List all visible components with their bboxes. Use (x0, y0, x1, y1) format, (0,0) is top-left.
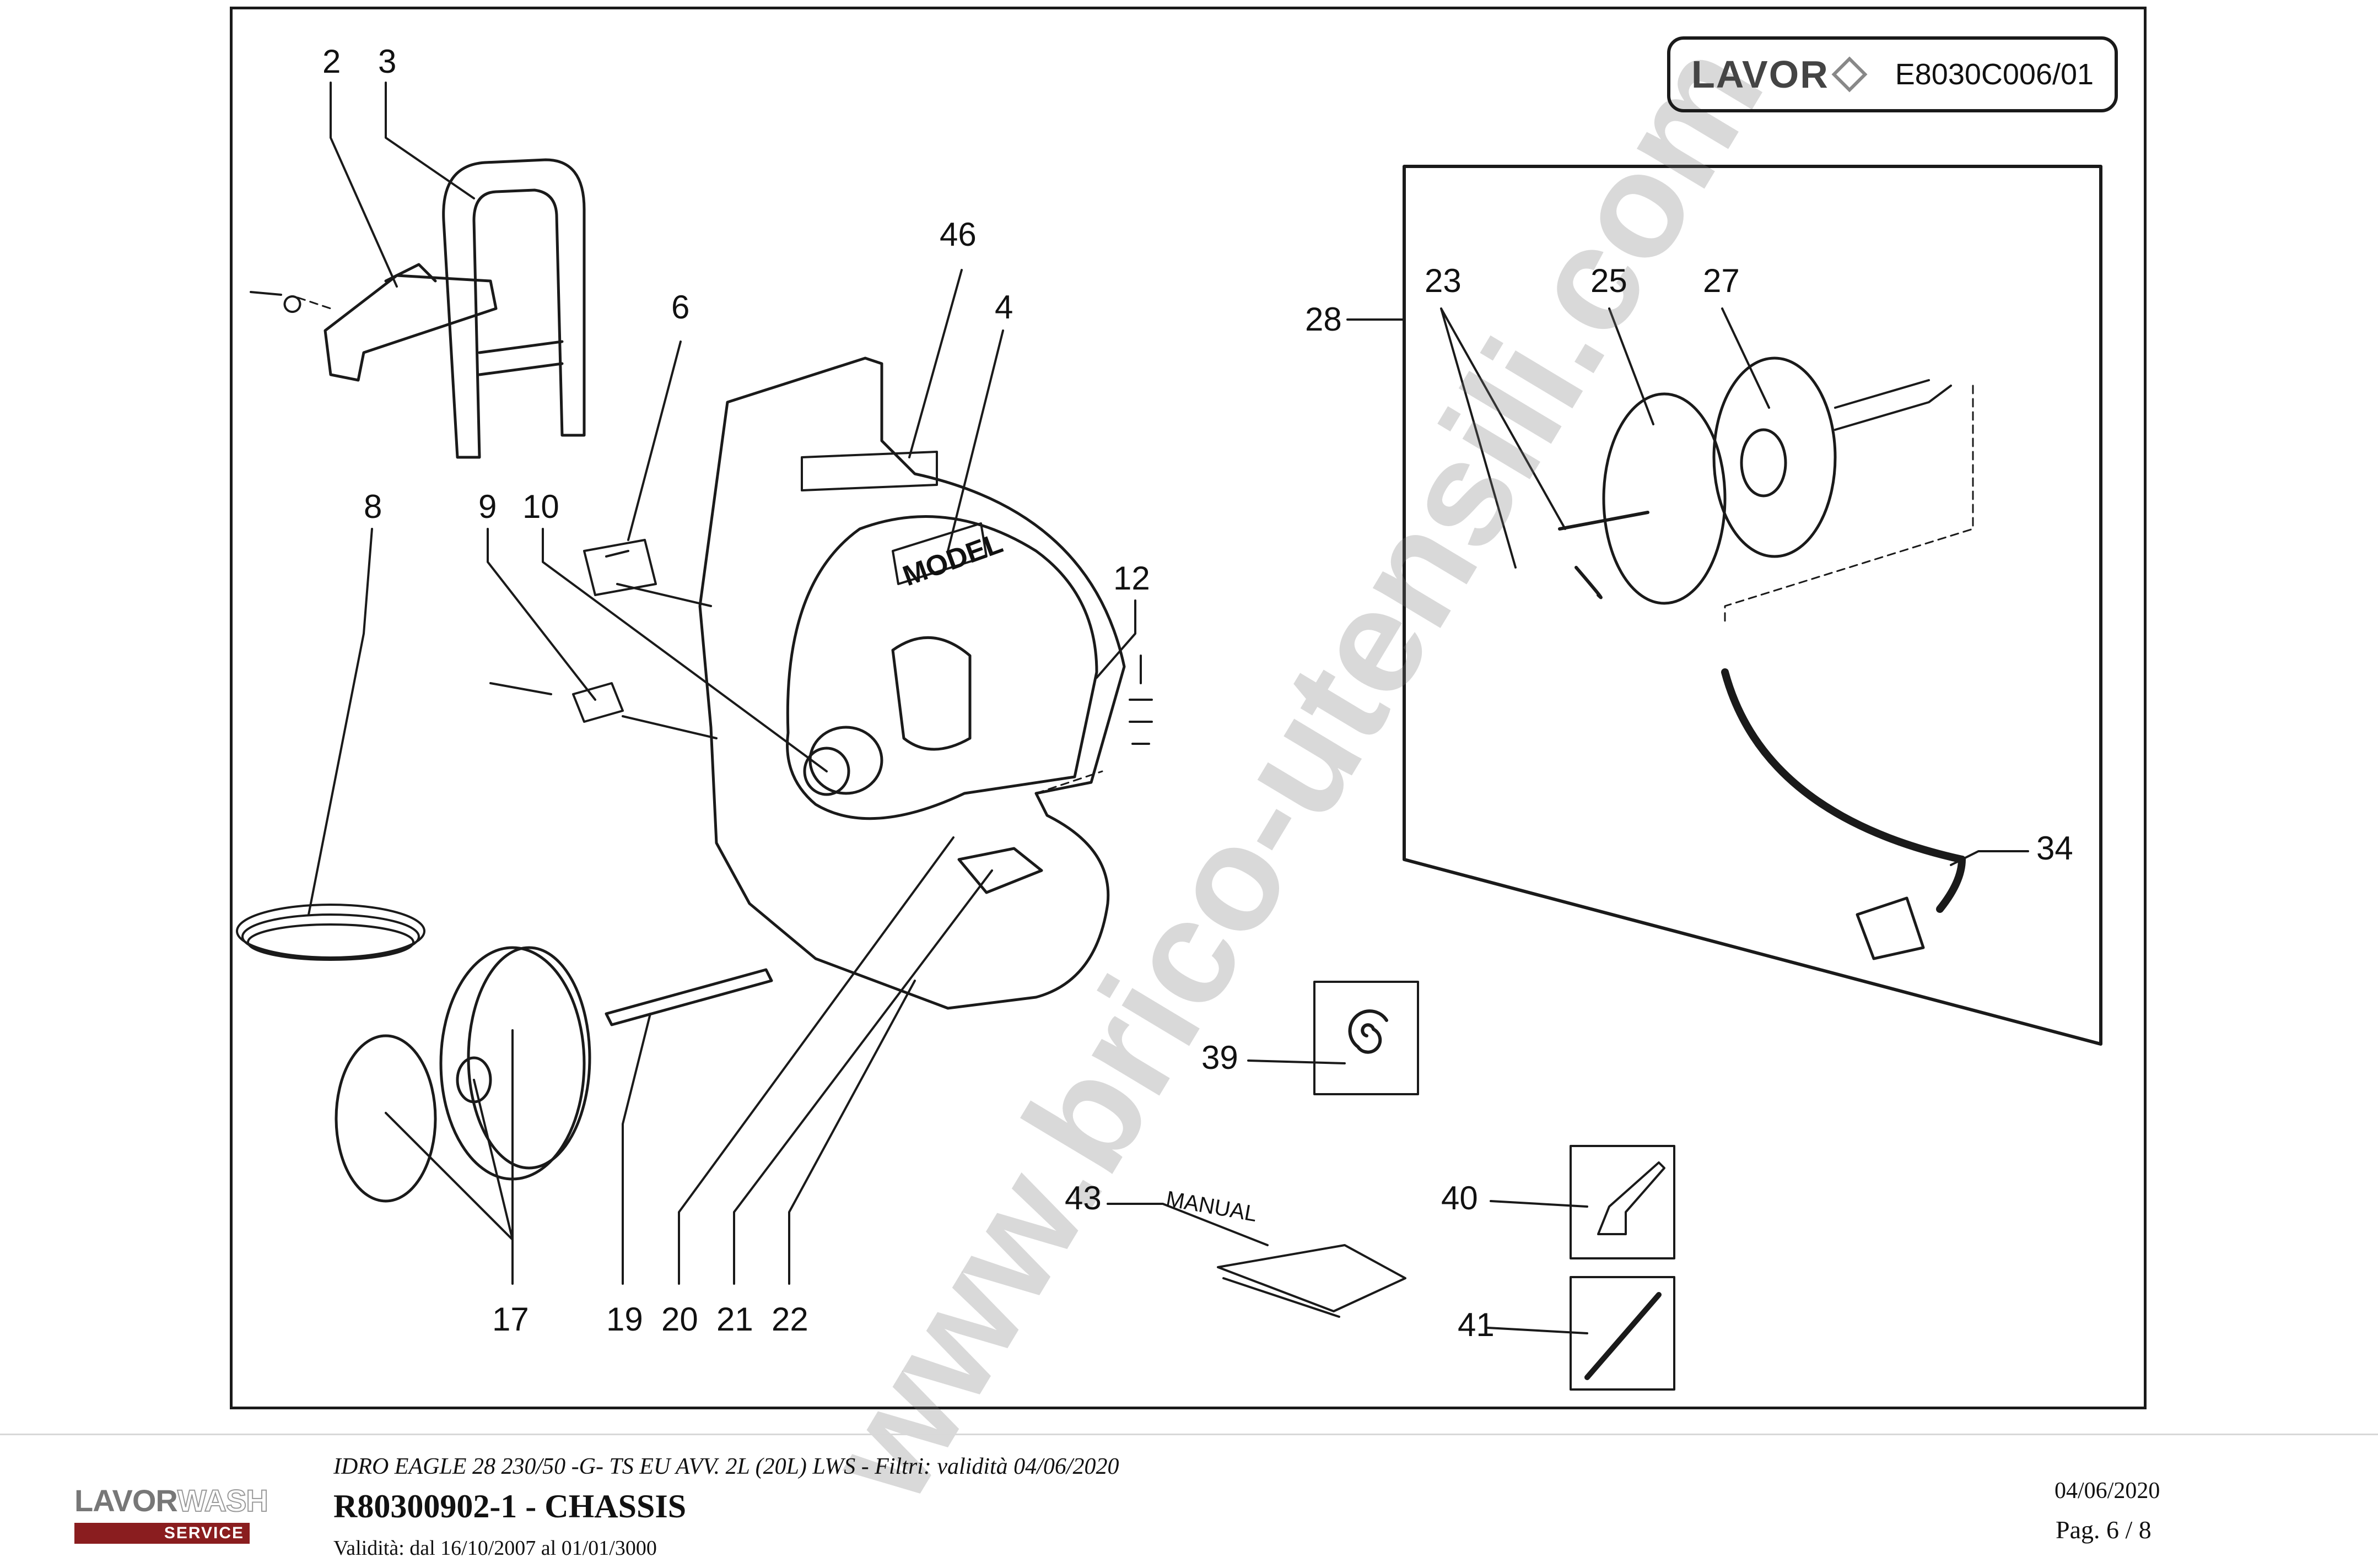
callout-25: 25 (1590, 262, 1627, 299)
reel-parts (1558, 356, 1974, 960)
callout-12: 12 (1113, 560, 1150, 597)
manual-part (1217, 1244, 1406, 1318)
page-number: Pag. 6 / 8 (2056, 1516, 2151, 1544)
chassis-body (698, 356, 1126, 1010)
footer-divider (0, 1434, 2378, 1435)
callout-9: 9 (478, 488, 497, 525)
brand-box: LAVOR E8030C006/01 (1667, 36, 2118, 112)
logo-wash: WASH (177, 1483, 269, 1518)
callout-43: 43 (1065, 1180, 1102, 1216)
drawing-frame (230, 7, 2147, 1409)
callout-27: 27 (1703, 262, 1740, 299)
callout-41: 41 (1458, 1306, 1495, 1343)
validity-text: Validità: dal 16/10/2007 al 01/01/3000 (333, 1537, 657, 1560)
callout-39: 39 (1201, 1039, 1238, 1076)
callout-40: 40 (1441, 1180, 1478, 1216)
callout-6: 6 (671, 289, 690, 326)
reel-assembly-box (1403, 165, 2102, 1046)
callout-28: 28 (1305, 301, 1342, 338)
diamond-icon (1831, 56, 1868, 93)
callout-23: 23 (1425, 262, 1462, 299)
callout-46: 46 (940, 216, 977, 253)
callout-19: 19 (606, 1301, 643, 1338)
model-line: IDRO EAGLE 28 230/50 -G- TS EU AVV. 2L (… (333, 1454, 1119, 1479)
callout-22: 22 (772, 1301, 808, 1338)
callout-20: 20 (661, 1301, 698, 1338)
document-title: R80300902-1 - CHASSIS (333, 1488, 687, 1524)
lavor-logo-text: LAVOR (1691, 53, 1829, 96)
wheel-part (335, 946, 591, 1203)
cable-holder-part (489, 682, 718, 739)
callout-21: 21 (716, 1301, 753, 1338)
callout-17: 17 (492, 1301, 529, 1338)
callout-34: 34 (2036, 830, 2073, 867)
spiral-box (1313, 981, 1419, 1095)
print-date: 04/06/2020 (2055, 1478, 2160, 1504)
logo-lavor: LAVOR (74, 1483, 178, 1518)
axle-part (605, 968, 773, 1026)
switch-part (583, 539, 712, 607)
power-cable (236, 904, 425, 961)
callout-4: 4 (995, 289, 1013, 326)
screws-12 (1129, 655, 1153, 745)
callout-8: 8 (364, 488, 382, 525)
handle-part (442, 158, 586, 459)
drawing-code: E8030C006/01 (1895, 58, 2094, 91)
callout-10: 10 (522, 488, 559, 525)
callout-3: 3 (378, 43, 397, 80)
lavor-logo: LAVOR (1691, 52, 1868, 96)
callout-2: 2 (322, 43, 341, 80)
bracket-part (250, 263, 498, 382)
leader-lines (308, 82, 2029, 1334)
logo-service: SERVICE (74, 1523, 250, 1544)
gun-box (1570, 1145, 1675, 1259)
